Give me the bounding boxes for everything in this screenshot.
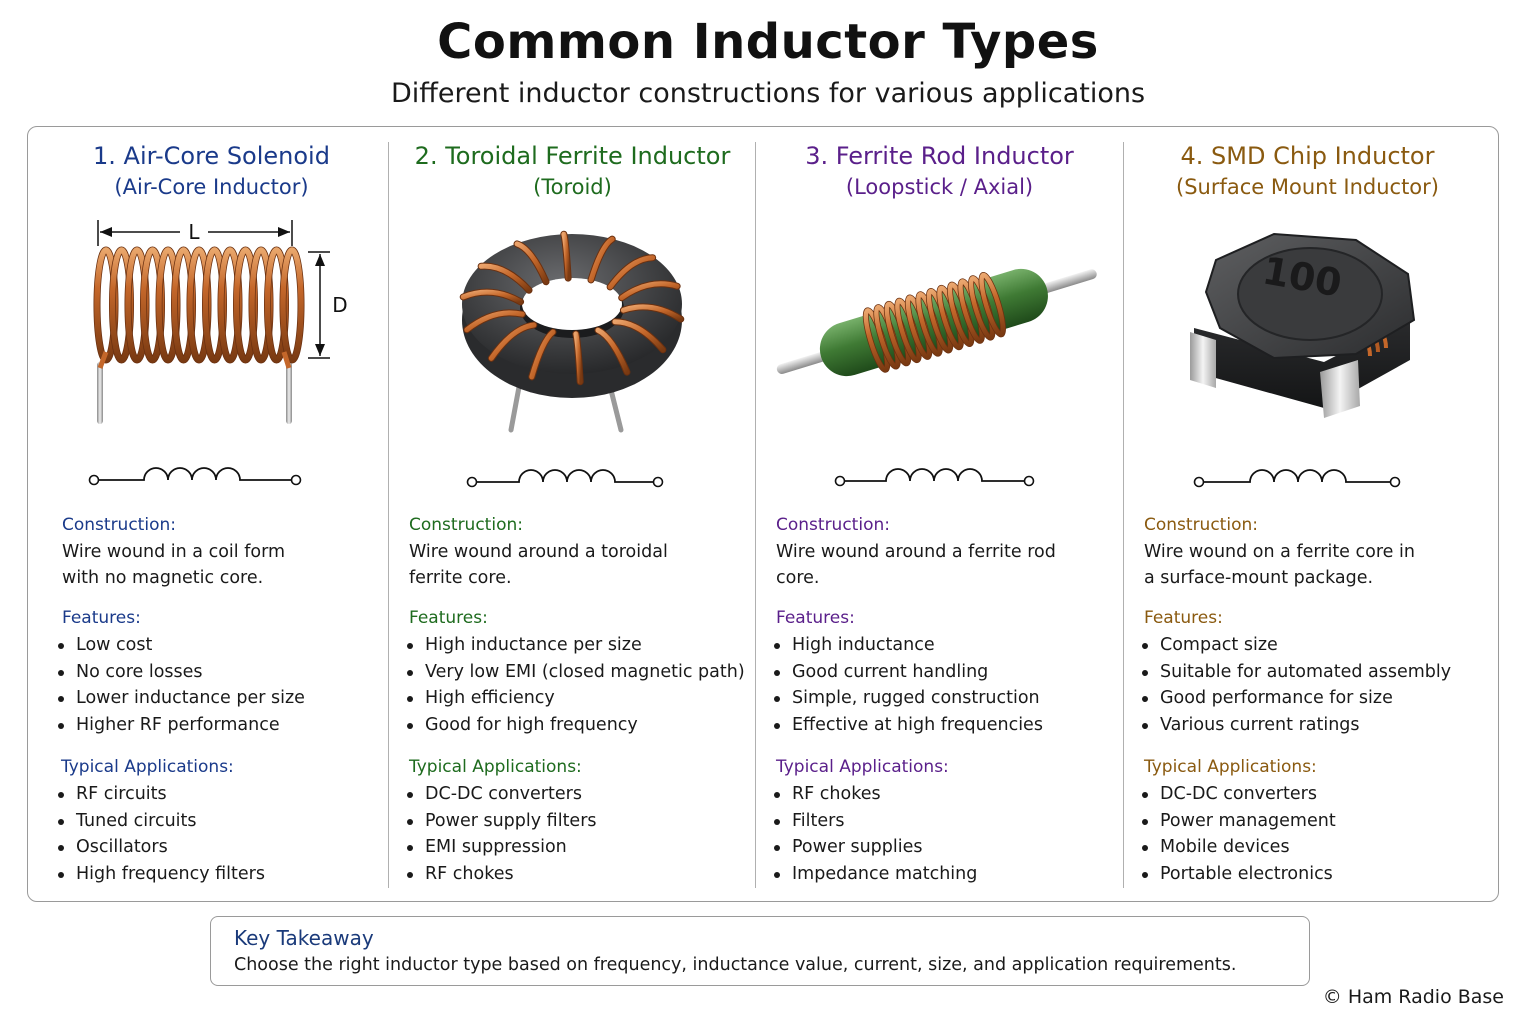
column-divider [1123, 142, 1124, 888]
list-item: High inductance [774, 632, 1043, 659]
page-title: Common Inductor Types [437, 14, 1099, 70]
key-takeaway-title: Key Takeaway [234, 926, 374, 950]
list-item: No core losses [58, 659, 305, 686]
air-core-solenoid-illustration: L D [93, 220, 348, 424]
column-divider [755, 142, 756, 888]
applications-list: RF circuits Tuned circuits Oscillators H… [58, 781, 265, 888]
features-list: Compact size Suitable for automated asse… [1142, 632, 1451, 739]
key-takeaway-text: Choose the right inductor type based on … [234, 955, 1237, 975]
ferrite-rod-inductor-illustration [776, 268, 1097, 377]
applications-heading: Typical Applications: [61, 757, 234, 777]
page-subtitle: Different inductor constructions for var… [390, 78, 1146, 109]
construction-line: core. [776, 568, 820, 588]
applications-list: RF chokes Filters Power supplies Impedan… [774, 781, 977, 888]
applications-list: DC-DC converters Power supply filters EM… [407, 781, 597, 888]
column-title: 2. Toroidal Ferrite Inductor [414, 142, 731, 170]
inductor-symbol [88, 467, 302, 486]
list-item: Mobile devices [1142, 834, 1336, 861]
list-item: Power supplies [774, 834, 977, 861]
list-item: Good current handling [774, 659, 1043, 686]
list-item: Power management [1142, 808, 1336, 835]
credit: © Ham Radio Base [1322, 986, 1504, 1008]
column-subtitle: (Loopstick / Axial) [845, 175, 1034, 199]
list-item: Very low EMI (closed magnetic path) [407, 659, 745, 686]
toroidal-inductor-illustration [459, 230, 685, 433]
features-heading: Features: [1144, 608, 1223, 628]
list-item: Tuned circuits [58, 808, 265, 835]
list-item: Oscillators [58, 834, 265, 861]
features-heading: Features: [409, 608, 488, 628]
list-item: Impedance matching [774, 861, 977, 888]
list-item: DC-DC converters [1142, 781, 1336, 808]
construction-line: a surface-mount package. [1144, 568, 1374, 588]
diameter-dimension [308, 251, 330, 359]
construction-line: Wire wound around a ferrite rod [776, 542, 1056, 562]
column-subtitle: (Surface Mount Inductor) [1176, 175, 1439, 199]
features-list: High inductance per size Very low EMI (c… [407, 632, 745, 739]
list-item: Effective at high frequencies [774, 712, 1043, 739]
applications-list: DC-DC converters Power management Mobile… [1142, 781, 1336, 888]
applications-heading: Typical Applications: [409, 757, 582, 777]
construction-text: Wire wound in a coil form with no magnet… [62, 539, 285, 591]
inductor-symbol [834, 468, 1035, 487]
construction-line: with no magnetic core. [62, 568, 264, 588]
smd-chip-inductor-illustration: 100 [1190, 232, 1416, 418]
construction-line: Wire wound around a toroidal [409, 542, 668, 562]
list-item: Higher RF performance [58, 712, 305, 739]
list-item: High inductance per size [407, 632, 745, 659]
diameter-label: D [332, 293, 347, 317]
column-air-core: 1. Air-Core Solenoid (Air-Core Inductor) [28, 126, 395, 902]
list-item: Compact size [1142, 632, 1451, 659]
list-item: Power supply filters [407, 808, 597, 835]
comparison-panel [27, 126, 1499, 902]
applications-heading: Typical Applications: [1144, 757, 1317, 777]
length-dimension [97, 220, 293, 246]
features-list: High inductance Good current handling Si… [774, 632, 1043, 739]
inductor-symbol [1193, 469, 1401, 488]
construction-heading: Construction: [776, 515, 890, 535]
length-label: L [188, 220, 200, 244]
column-title: 3. Ferrite Rod Inductor [805, 142, 1074, 170]
construction-line: Wire wound on a ferrite core in [1144, 542, 1415, 562]
list-item: Simple, rugged construction [774, 685, 1043, 712]
list-item: EMI suppression [407, 834, 597, 861]
construction-heading: Construction: [409, 515, 523, 535]
construction-text: Wire wound around a toroidal ferrite cor… [409, 539, 668, 591]
list-item: Good performance for size [1142, 685, 1451, 712]
list-item: Good for high frequency [407, 712, 745, 739]
construction-line: ferrite core. [409, 568, 512, 588]
list-item: Suitable for automated assembly [1142, 659, 1451, 686]
construction-text: Wire wound on a ferrite core in a surfac… [1144, 539, 1415, 591]
list-item: Lower inductance per size [58, 685, 305, 712]
list-item: High frequency filters [58, 861, 265, 888]
features-list: Low cost No core losses Lower inductance… [58, 632, 305, 739]
column-toroid: 2. Toroidal Ferrite Inductor (Toroid) [389, 126, 756, 902]
column-ferrite-rod: 3. Ferrite Rod Inductor (Loopstick / Axi… [756, 126, 1123, 902]
column-smd-chip: 4. SMD Chip Inductor (Surface Mount Indu… [1124, 126, 1491, 902]
column-title: 4. SMD Chip Inductor [1180, 142, 1435, 170]
construction-line: Wire wound in a coil form [62, 542, 286, 562]
list-item: RF chokes [774, 781, 977, 808]
column-divider [388, 142, 389, 888]
inductor-symbol [466, 469, 664, 488]
construction-heading: Construction: [62, 515, 176, 535]
list-item: RF chokes [407, 861, 597, 888]
construction-text: Wire wound around a ferrite rod core. [776, 539, 1056, 591]
list-item: Various current ratings [1142, 712, 1451, 739]
list-item: Filters [774, 808, 977, 835]
column-subtitle: (Toroid) [533, 175, 612, 199]
list-item: DC-DC converters [407, 781, 597, 808]
features-heading: Features: [776, 608, 855, 628]
key-takeaway-box: Key Takeaway Choose the right inductor t… [210, 916, 1310, 986]
features-heading: Features: [62, 608, 141, 628]
column-title: 1. Air-Core Solenoid [93, 142, 330, 170]
list-item: Portable electronics [1142, 861, 1336, 888]
applications-heading: Typical Applications: [776, 757, 949, 777]
construction-heading: Construction: [1144, 515, 1258, 535]
column-subtitle: (Air-Core Inductor) [114, 175, 309, 199]
list-item: Low cost [58, 632, 305, 659]
list-item: High efficiency [407, 685, 745, 712]
list-item: RF circuits [58, 781, 265, 808]
